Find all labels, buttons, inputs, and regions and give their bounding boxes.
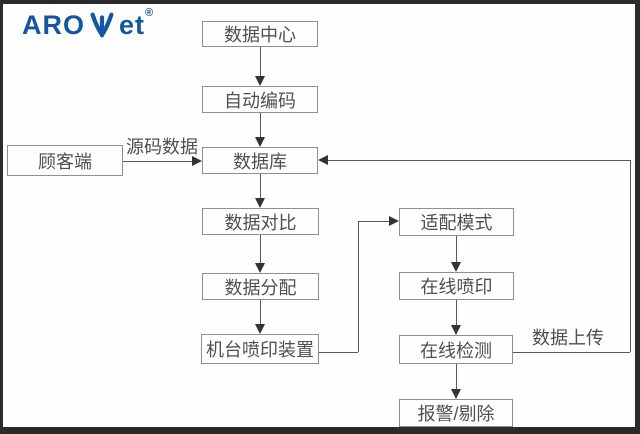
arrow-right-icon	[192, 156, 202, 166]
node-data-distribute: 数据分配	[202, 273, 319, 300]
node-online-print: 在线喷印	[399, 272, 514, 300]
edge-machineprint-adaptmode-h2	[358, 221, 390, 222]
registered-trademark-icon: ®	[145, 7, 154, 19]
arrow-down-icon	[255, 263, 265, 273]
node-machine-print: 机台喷印装置	[201, 334, 319, 364]
frame-border-right	[635, 0, 640, 434]
edge-feedback-v	[630, 160, 631, 352]
arrow-down-icon	[255, 137, 265, 147]
edge-onlinedetect-alarmreject	[456, 364, 457, 391]
arrow-down-icon	[451, 325, 461, 335]
edge-autoencode-database	[260, 113, 261, 138]
node-customer: 顾客端	[7, 145, 123, 176]
arrow-down-icon	[255, 198, 265, 208]
logo-text-et: et	[119, 10, 146, 40]
node-online-detect: 在线检测	[399, 335, 513, 364]
edge-customer-database	[123, 161, 193, 162]
frame-border-left	[0, 0, 3, 434]
edge-label-source-code-data: 源码数据	[126, 137, 198, 157]
arrow-down-icon	[255, 324, 265, 334]
edge-datacompare-datadistribute	[260, 235, 261, 265]
edge-label-data-upload: 数据上传	[532, 328, 604, 348]
node-data-center: 数据中心	[202, 21, 318, 47]
arrow-down-icon	[255, 76, 265, 86]
edge-database-datacompare	[260, 174, 261, 199]
node-adapt-mode: 适配模式	[399, 208, 514, 236]
arojet-logo: ARO et ®	[22, 7, 154, 41]
arrow-left-icon	[318, 155, 328, 165]
edge-datadistribute-machineprint	[260, 300, 261, 325]
frame-border-top	[0, 0, 640, 4]
edge-onlineprint-onlinedetect	[456, 300, 457, 327]
edge-adaptmode-onlineprint	[456, 236, 457, 264]
arrow-down-icon	[451, 389, 461, 399]
frame-border-bottom	[0, 427, 640, 434]
arrow-down-icon	[451, 262, 461, 272]
leaf-icon	[87, 10, 117, 40]
logo-text-aro: ARO	[22, 10, 85, 40]
arrow-right-icon	[389, 216, 399, 226]
edge-machineprint-adaptmode-h1	[319, 352, 358, 353]
node-data-compare: 数据对比	[202, 208, 319, 235]
edge-feedback-h-bottom	[513, 352, 630, 353]
edge-feedback-h-top	[327, 160, 630, 161]
node-database: 数据库	[202, 147, 318, 174]
node-auto-encode: 自动编码	[202, 86, 318, 113]
node-alarm-reject: 报警/剔除	[399, 399, 513, 427]
edge-machineprint-adaptmode-v	[358, 221, 359, 352]
edge-datacenter-autoencode	[260, 47, 261, 78]
